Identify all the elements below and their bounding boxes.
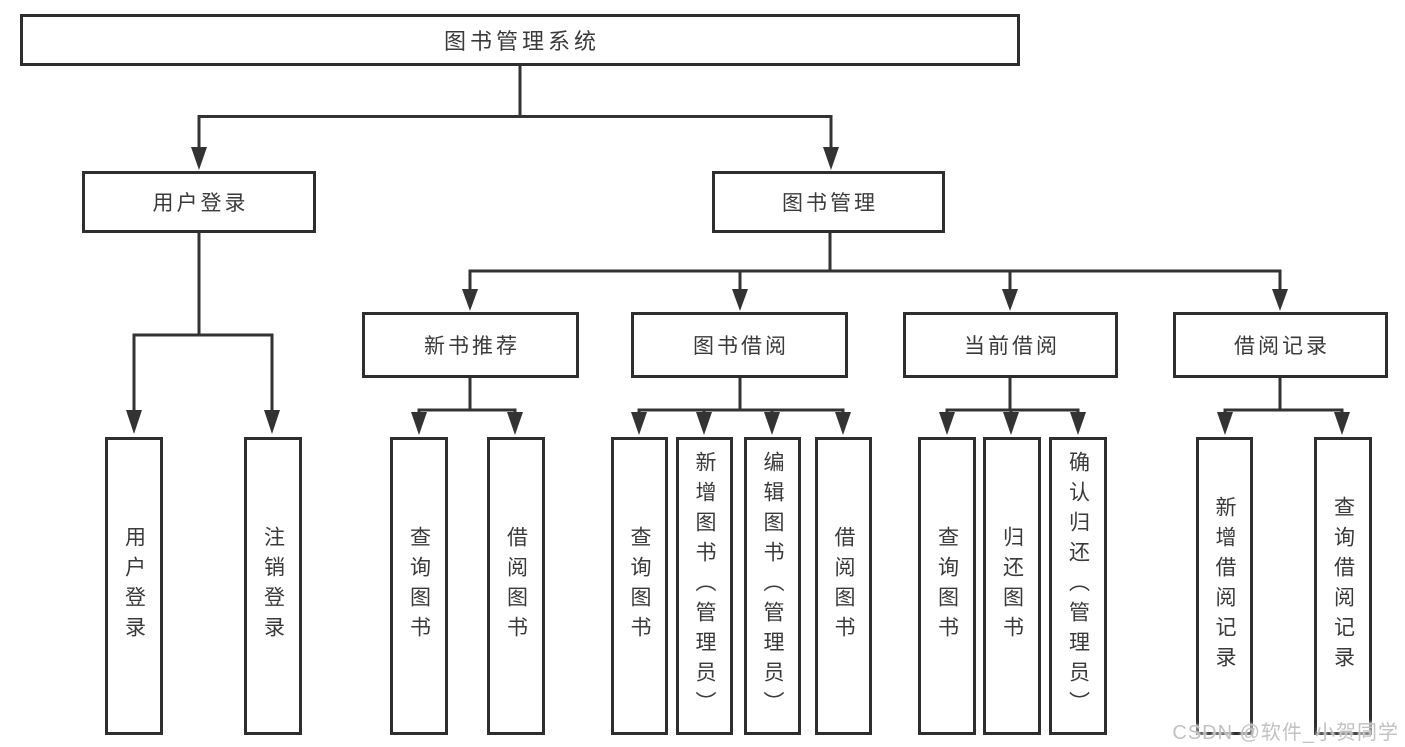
leaf-add-book-admin: 新增图书（管理员） xyxy=(676,437,733,735)
leaf-borrow-books-2: 借阅图书 xyxy=(815,437,872,735)
leaf-edit-book-admin: 编辑图书（管理员） xyxy=(744,437,801,735)
watermark-text: CSDN @软件_小贺同学 xyxy=(1172,722,1399,744)
leaf-confirm-return-admin: 确认归还（管理员） xyxy=(1049,437,1107,735)
leaf-add-borrow-record: 新增借阅记录 xyxy=(1196,437,1253,735)
leaf-user-login: 用户登录 xyxy=(105,437,163,735)
node-user-login: 用户登录 xyxy=(82,171,316,233)
leaf-add-book-admin-label: 新增图书（管理员） xyxy=(693,451,717,721)
leaf-logout-label: 注销登录 xyxy=(261,526,285,646)
leaf-borrow-books-2-label: 借阅图书 xyxy=(832,526,856,646)
leaf-borrow-books-1-label: 借阅图书 xyxy=(504,526,528,646)
leaf-return-books-label: 归还图书 xyxy=(1000,526,1024,646)
leaf-query-books-3: 查询图书 xyxy=(918,437,976,735)
leaf-user-login-label: 用户登录 xyxy=(122,526,146,646)
leaf-query-books-2-label: 查询图书 xyxy=(628,526,652,646)
node-current-borrow: 当前借阅 xyxy=(903,312,1118,378)
leaf-query-books-3-label: 查询图书 xyxy=(935,526,959,646)
leaf-query-books-2: 查询图书 xyxy=(611,437,668,735)
leaf-query-borrow-record: 查询借阅记录 xyxy=(1314,437,1372,735)
leaf-query-borrow-record-label: 查询借阅记录 xyxy=(1331,496,1355,676)
leaf-edit-book-admin-label: 编辑图书（管理员） xyxy=(761,451,785,721)
leaf-logout: 注销登录 xyxy=(244,437,302,735)
node-new-book-recommend: 新书推荐 xyxy=(362,312,579,378)
leaf-return-books: 归还图书 xyxy=(983,437,1041,735)
node-book-management: 图书管理 xyxy=(712,171,945,233)
leaf-borrow-books-1: 借阅图书 xyxy=(487,437,545,735)
node-book-borrow: 图书借阅 xyxy=(631,312,848,378)
leaf-query-books-1: 查询图书 xyxy=(390,437,448,735)
leaf-add-borrow-record-label: 新增借阅记录 xyxy=(1213,496,1237,676)
leaf-query-books-1-label: 查询图书 xyxy=(407,526,431,646)
leaf-confirm-return-admin-label: 确认归还（管理员） xyxy=(1066,451,1090,721)
node-borrow-records: 借阅记录 xyxy=(1173,312,1388,378)
node-root: 图书管理系统 xyxy=(20,14,1020,66)
